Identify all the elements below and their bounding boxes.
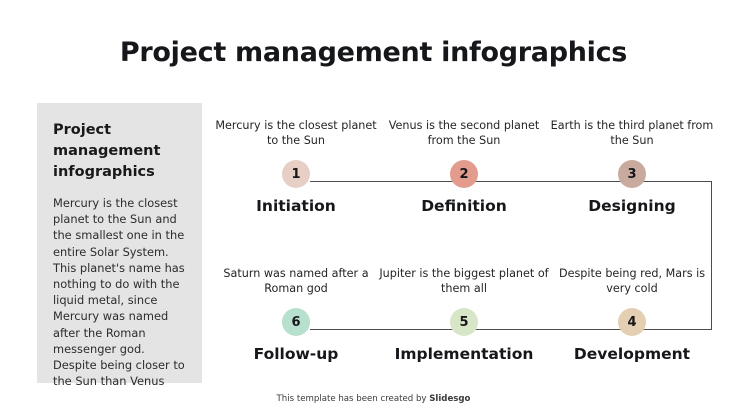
step-number-badge[interactable]: 2 [450,160,478,188]
timeline-infographic: Mercury is the closest planet to the Sun… [210,118,730,373]
timeline-step-6[interactable]: Saturn was named after a Roman god 6 Fol… [210,266,382,363]
step-description: Saturn was named after a Roman god [223,267,369,296]
step-description: Mercury is the closest planet to the Sun [215,119,377,148]
sidebar-body-text: Mercury is the closest planet to the Sun… [53,196,185,389]
step-number-badge[interactable]: 5 [450,308,478,336]
step-number-badge[interactable]: 3 [618,160,646,188]
timeline-step-1[interactable]: Mercury is the closest planet to the Sun… [210,118,382,215]
timeline-row-bottom: Saturn was named after a Roman god 6 Fol… [210,266,730,371]
step-label: Follow-up [253,345,339,363]
page-title: Project management infographics [119,37,628,68]
step-description: Jupiter is the biggest planet of them al… [379,267,549,296]
step-number-badge[interactable]: 4 [618,308,646,336]
step-description: Earth is the third planet from the Sun [550,119,714,148]
step-description: Venus is the second planet from the Sun [388,119,540,148]
timeline-step-5[interactable]: Jupiter is the biggest planet of them al… [378,266,550,363]
step-number-badge[interactable]: 1 [282,160,310,188]
timeline-row-top: Mercury is the closest planet to the Sun… [210,118,730,223]
step-description: Despite being red, Mars is very cold [558,267,706,296]
connector-line-top [310,181,712,183]
footer-text: This template has been created by [276,394,430,404]
sidebar-panel: Project management infographics Mercury … [37,103,202,388]
connector-line-right [711,181,713,329]
footer-credit: This template has been created by Slides… [0,394,747,404]
timeline-step-2[interactable]: Venus is the second planet from the Sun … [378,118,550,215]
step-label: Definition [421,197,507,215]
step-label: Initiation [256,197,336,215]
step-label: Implementation [394,345,534,363]
sidebar-heading: Project management infographics [53,122,161,181]
connector-line-bottom [310,329,712,331]
step-label: Development [573,345,691,363]
timeline-step-3[interactable]: Earth is the third planet from the Sun 3… [546,118,718,215]
step-number-badge[interactable]: 6 [282,308,310,336]
timeline-step-4[interactable]: Despite being red, Mars is very cold 4 D… [546,266,718,363]
footer-brand: Slidesgo [429,394,471,404]
step-label: Designing [588,197,676,215]
